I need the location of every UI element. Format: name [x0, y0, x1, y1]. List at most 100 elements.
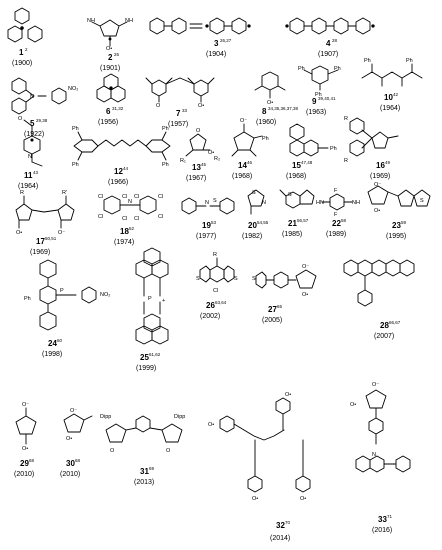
compound-year-6: (1956)	[98, 119, 118, 126]
structure-20	[247, 189, 265, 215]
atom-label: HN	[316, 200, 324, 206]
compound-ref-9: 39,40,41	[318, 96, 336, 101]
compound-number-1: 1	[19, 48, 24, 57]
compound-ref-25: 61,62	[149, 352, 161, 357]
compound-year-1: (1900)	[12, 60, 32, 67]
structure-13	[185, 133, 211, 157]
atom-label: Cl	[122, 216, 127, 222]
structure-18	[103, 195, 157, 215]
compound-number-15: 15	[292, 161, 301, 170]
atom-label: S	[252, 276, 256, 282]
structure-10	[361, 63, 423, 87]
compound-ref-24: 60	[57, 338, 63, 343]
atom-label: N	[205, 200, 209, 206]
atom-label: S	[234, 276, 238, 282]
compound-ref-30: 68	[75, 458, 81, 463]
structure-15	[289, 123, 329, 157]
structure-6	[96, 73, 126, 103]
compound-number-33: 33	[378, 515, 387, 524]
atom-label: Ph	[298, 66, 305, 72]
compound-number-5: 5	[30, 119, 35, 128]
compound-ref-23: 59	[401, 220, 407, 225]
atom-label: R	[20, 190, 24, 196]
atom-label: Ph	[364, 58, 371, 64]
compound-ref-20: 54,55	[257, 220, 269, 225]
compound-number-29: 29	[20, 459, 29, 468]
compound-year-18: (1974)	[114, 239, 134, 246]
compound-year-33: (2016)	[372, 527, 392, 534]
compound-ref-28: 66,67	[389, 320, 401, 325]
structure-22	[321, 193, 353, 211]
atom-label: Cl	[98, 214, 103, 220]
structure-24	[39, 259, 97, 331]
atom-label: O•	[16, 230, 22, 236]
atom-label: Ph	[315, 92, 322, 98]
atom-label: O•	[106, 46, 112, 52]
structure-14	[231, 123, 263, 157]
compound-year-8: (1960)	[256, 119, 276, 126]
atom-label: O⁻	[374, 182, 381, 188]
atom-label: Cl	[134, 194, 139, 200]
compound-ref-29: 68	[29, 458, 35, 463]
atom-label: O•	[285, 392, 291, 398]
compound-number-19: 19	[202, 221, 211, 230]
structure-1	[7, 7, 43, 43]
compound-year-31: (2013)	[134, 479, 154, 486]
compound-ref-14: 46	[247, 160, 253, 165]
atom-label: O	[166, 448, 171, 454]
atom-label: R	[344, 158, 348, 164]
compound-number-4: 4	[326, 39, 331, 48]
atom-label: O	[156, 103, 161, 109]
compound-ref-3: 26,27	[220, 38, 232, 43]
compound-year-24: (1998)	[42, 351, 62, 358]
compound-ref-22: 58	[341, 218, 347, 223]
compound-number-20: 20	[248, 221, 257, 230]
atom-label: N	[262, 200, 266, 206]
atom-label: O•	[302, 292, 308, 298]
atom-label: O	[196, 128, 201, 134]
atom-label: O⁻	[302, 264, 309, 270]
atom-label: Ph	[162, 126, 169, 132]
compound-ref-15: 47,48	[301, 160, 313, 165]
atom-label: S	[288, 192, 292, 198]
compound-ref-6: 31,32	[112, 106, 124, 111]
compound-ref-18: 52	[129, 226, 135, 231]
compound-ref-17: 50,51	[45, 236, 57, 241]
atom-label: O•	[66, 436, 72, 442]
compound-ref-8: 34,35,36,37,38	[268, 106, 299, 111]
structure-19	[181, 197, 235, 215]
structure-17	[15, 195, 75, 229]
compound-ref-10: 42	[393, 92, 399, 97]
atom-label: N	[372, 452, 376, 458]
compound-number-28: 28	[380, 321, 389, 330]
compound-year-17: (1969)	[30, 249, 50, 256]
compound-year-15: (1968)	[286, 173, 306, 180]
structure-12	[73, 131, 171, 161]
atom-label: S	[252, 190, 256, 196]
compound-number-2: 2	[108, 53, 113, 62]
atom-label: +	[162, 298, 165, 304]
atom-label: Ph	[24, 296, 31, 302]
structure-7	[145, 77, 215, 103]
compound-number-10: 10	[384, 93, 393, 102]
atom-label: F	[334, 188, 338, 194]
compound-number-32: 32	[276, 521, 285, 530]
atom-label: Cl	[134, 216, 139, 222]
compound-ref-21: 56,57	[297, 218, 309, 223]
compound-year-9: (1963)	[306, 109, 326, 116]
compound-ref-5: 29,38	[36, 118, 48, 123]
atom-label: Cl	[158, 214, 163, 220]
compound-number-22: 22	[332, 219, 341, 228]
compound-number-9: 9	[312, 97, 317, 106]
structure-29	[15, 407, 37, 445]
atom-label: Ph	[72, 162, 79, 168]
compound-year-29: (2010)	[14, 471, 34, 478]
structure-2	[91, 19, 128, 47]
compound-year-4: (1907)	[318, 51, 338, 58]
compound-number-26: 26	[206, 301, 215, 310]
atom-label: O	[110, 448, 115, 454]
compound-year-19: (1977)	[196, 233, 216, 240]
compound-year-14: (1968)	[232, 173, 252, 180]
structure-21	[279, 189, 315, 209]
compound-year-11: (1964)	[18, 183, 38, 190]
